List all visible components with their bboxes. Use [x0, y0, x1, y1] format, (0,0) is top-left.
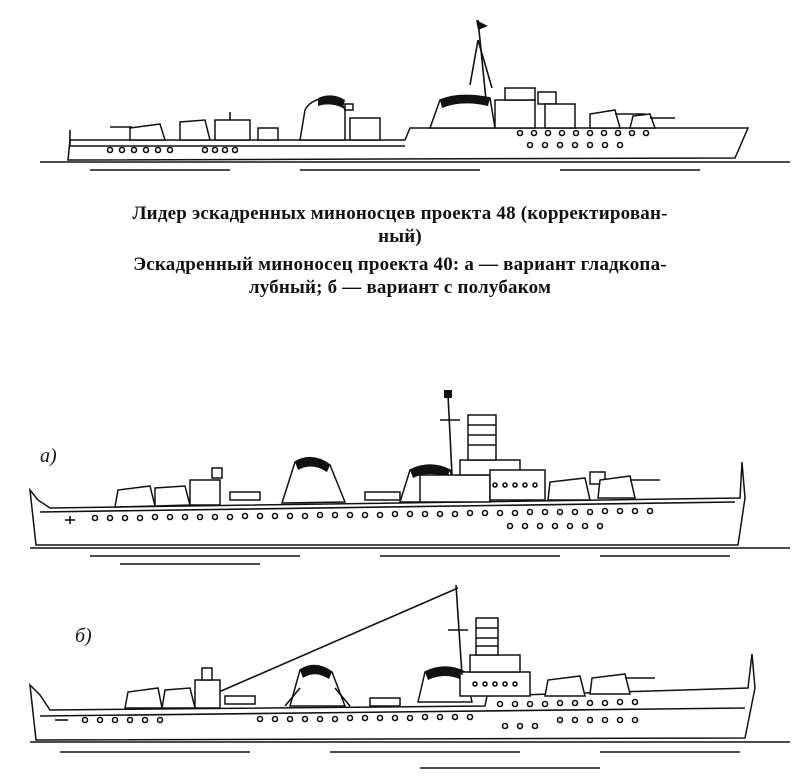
label-variant-b: б): [75, 625, 92, 647]
caption-leader-line-1: Лидер эскадренных миноносцев проекта 48 …: [132, 203, 668, 224]
caption-leader-line-2: ный): [378, 226, 422, 247]
leader-project-48-drawing: [0, 0, 800, 180]
destroyer-variant-b-drawing: [0, 580, 800, 775]
caption-destroyer-line-1: Эскадренный миноносец проекта 40: а — ва…: [133, 254, 667, 275]
caption-destroyer-line-2: лубный; б — вариант с полубаком: [248, 277, 552, 298]
label-variant-a: а): [40, 445, 57, 467]
destroyer-variant-a-drawing: [0, 390, 800, 570]
